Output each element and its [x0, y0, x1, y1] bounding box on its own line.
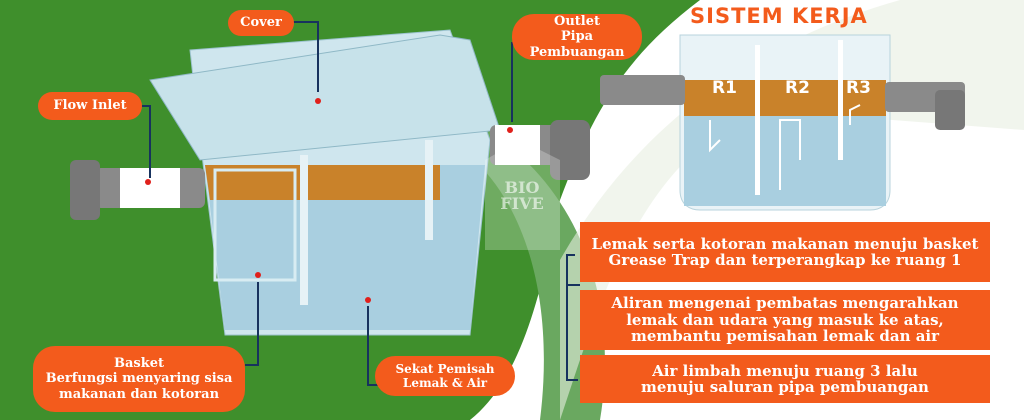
- label-cover: Cover: [228, 10, 294, 36]
- section-title: SISTEM KERJA: [690, 4, 868, 28]
- room-label-r1: R1: [712, 78, 737, 98]
- grease-trap-tank: [149, 29, 501, 336]
- bio-five-logo: [485, 140, 560, 250]
- working-system-diagram: [600, 34, 965, 211]
- room-label-r2: R2: [785, 78, 810, 98]
- grease-layer: [205, 165, 440, 200]
- room-label-r3: R3: [846, 78, 871, 98]
- step-1: Lemak serta kotoran makanan menuju baske…: [580, 222, 990, 282]
- outlet-pipe: [490, 120, 590, 180]
- light-green-curve: [420, 120, 605, 420]
- logo-text: BIO FIVE: [500, 178, 544, 213]
- label-flow-inlet: Flow Inlet: [38, 92, 142, 120]
- inlet-pipe: [70, 160, 205, 220]
